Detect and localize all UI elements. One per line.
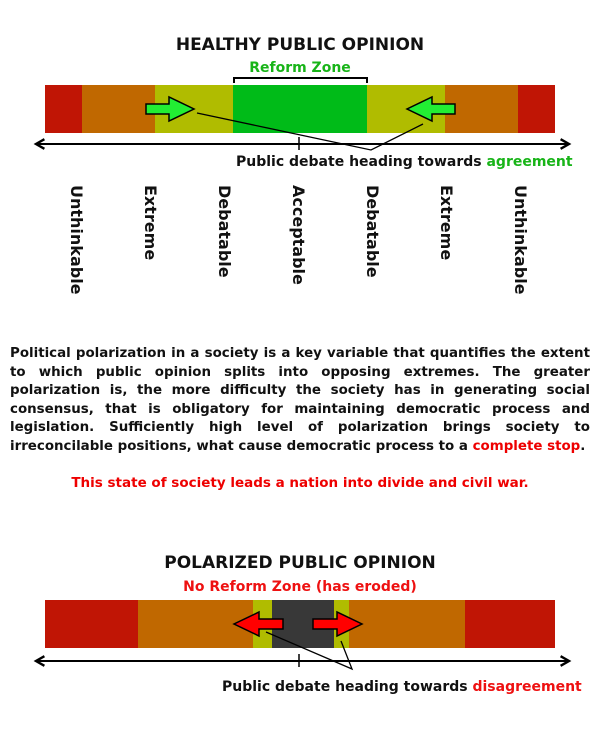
arrow-left-icon [232, 610, 284, 638]
healthy-opinion-bar [45, 85, 555, 133]
arrow-right-icon [312, 610, 364, 638]
polarized-opinion-bar [45, 600, 555, 648]
pointer-lines [196, 112, 424, 151]
segment-unthinkable-left [45, 600, 138, 648]
segment-acceptable [233, 85, 367, 133]
warning-text: This state of society leads a nation int… [71, 475, 529, 491]
arrow-left-icon [405, 95, 456, 123]
no-reform-zone-label: No Reform Zone (has eroded) [183, 579, 417, 595]
polarization-paragraph: Political polarization in a society is a… [10, 345, 590, 456]
paragraph-highlight: complete stop [472, 438, 581, 454]
scale-label: Unthinkable [511, 185, 530, 295]
scale-label: Acceptable [289, 185, 308, 285]
scale-label: Debatable [363, 185, 382, 278]
segment-unthinkable-right [518, 85, 555, 133]
scale-labels: Unthinkable Extreme Debatable Acceptable… [67, 185, 530, 295]
scale-label: Unthinkable [67, 185, 86, 295]
scale-label: Extreme [141, 185, 160, 260]
pointer-lines [265, 631, 354, 671]
segment-extreme-left [82, 85, 155, 133]
segment-extreme-right [349, 600, 465, 648]
segment-unthinkable-right [465, 600, 555, 648]
arrow-right-icon [145, 95, 196, 123]
reform-zone-bracket [233, 77, 368, 83]
healthy-caption: Public debate heading towards agreement [236, 154, 573, 170]
polarized-title: POLARIZED PUBLIC OPINION [164, 553, 436, 573]
paragraph-text: Political polarization in a society is a… [10, 346, 590, 454]
polarized-caption: Public debate heading towards disagreeme… [222, 679, 582, 695]
healthy-title: HEALTHY PUBLIC OPINION [176, 35, 424, 55]
paragraph-end: . [580, 438, 586, 454]
segment-extreme-right [445, 85, 518, 133]
reform-zone-label: Reform Zone [249, 60, 351, 76]
scale-label: Extreme [437, 185, 456, 260]
segment-unthinkable-left [45, 85, 82, 133]
scale-label: Debatable [215, 185, 234, 278]
